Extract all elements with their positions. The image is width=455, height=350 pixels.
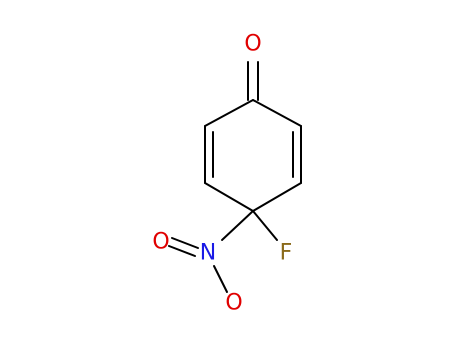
bond-c6-c1 bbox=[252, 99, 302, 127]
bond-c3-c4 bbox=[204, 182, 254, 212]
bond-c4-c5 bbox=[252, 182, 302, 212]
bond-n1-o3 bbox=[213, 265, 228, 293]
bond-n1-o2-a bbox=[171, 237, 199, 249]
bond-c4-f1 bbox=[252, 210, 278, 241]
atom-o1-label: O bbox=[244, 32, 261, 57]
bond-c1-c2 bbox=[204, 99, 254, 127]
bond-n1-o2-b bbox=[168, 245, 196, 257]
atom-o2-label: O bbox=[152, 230, 169, 255]
bond-c4-n1 bbox=[221, 210, 254, 241]
atom-n1-label: N bbox=[200, 241, 216, 266]
atom-o3-label: O bbox=[225, 291, 242, 316]
atom-f1-label: F bbox=[280, 241, 293, 266]
